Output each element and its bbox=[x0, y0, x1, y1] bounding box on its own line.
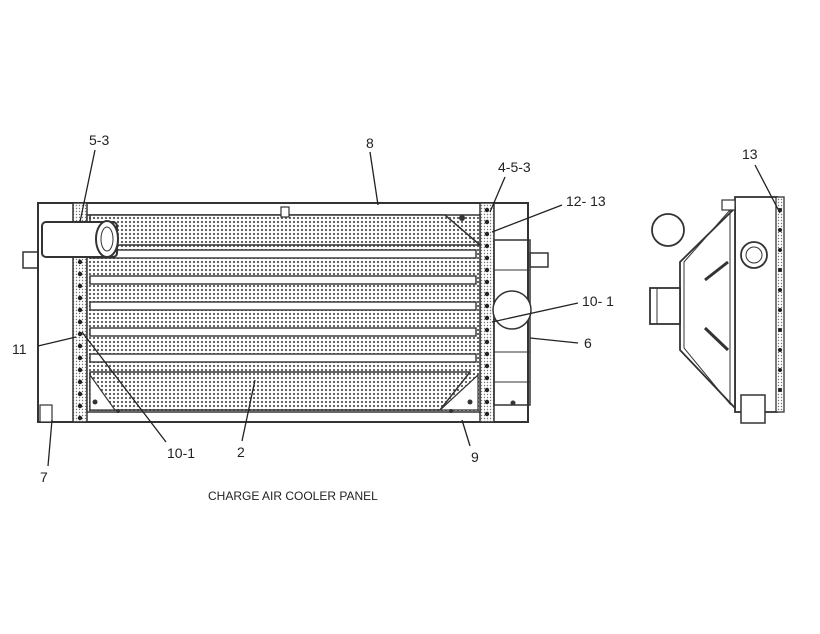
callout-10-1-bottom: 10-1 bbox=[167, 445, 195, 461]
top-header bbox=[89, 214, 483, 246]
callout-12-13: 12- 13 bbox=[566, 193, 606, 209]
bolt-row-right bbox=[484, 207, 490, 417]
callout-11: 11 bbox=[12, 341, 27, 357]
callout-9: 9 bbox=[471, 449, 479, 465]
right-port bbox=[492, 290, 532, 330]
callout-8: 8 bbox=[366, 135, 374, 151]
leader-lines bbox=[37, 149, 781, 467]
callout-7: 7 bbox=[40, 469, 48, 485]
diagram-caption: CHARGE AIR COOLER PANEL bbox=[208, 489, 378, 503]
bolt-row-left bbox=[77, 259, 83, 421]
core bbox=[86, 214, 481, 413]
front-view bbox=[22, 202, 549, 423]
callouts: 5-3 8 4-5-3 12- 13 13 10- 1 6 11 7 10-1 … bbox=[12, 132, 758, 485]
callout-2: 2 bbox=[237, 444, 245, 460]
inlet-cylinder bbox=[41, 220, 119, 258]
callout-13: 13 bbox=[742, 146, 758, 162]
callout-10-1-right: 10- 1 bbox=[582, 293, 614, 309]
callout-5-3: 5-3 bbox=[89, 132, 109, 148]
side-housing bbox=[679, 205, 736, 411]
side-view bbox=[649, 196, 785, 424]
callout-4-5-3: 4-5-3 bbox=[498, 159, 531, 175]
callout-6: 6 bbox=[584, 335, 592, 351]
